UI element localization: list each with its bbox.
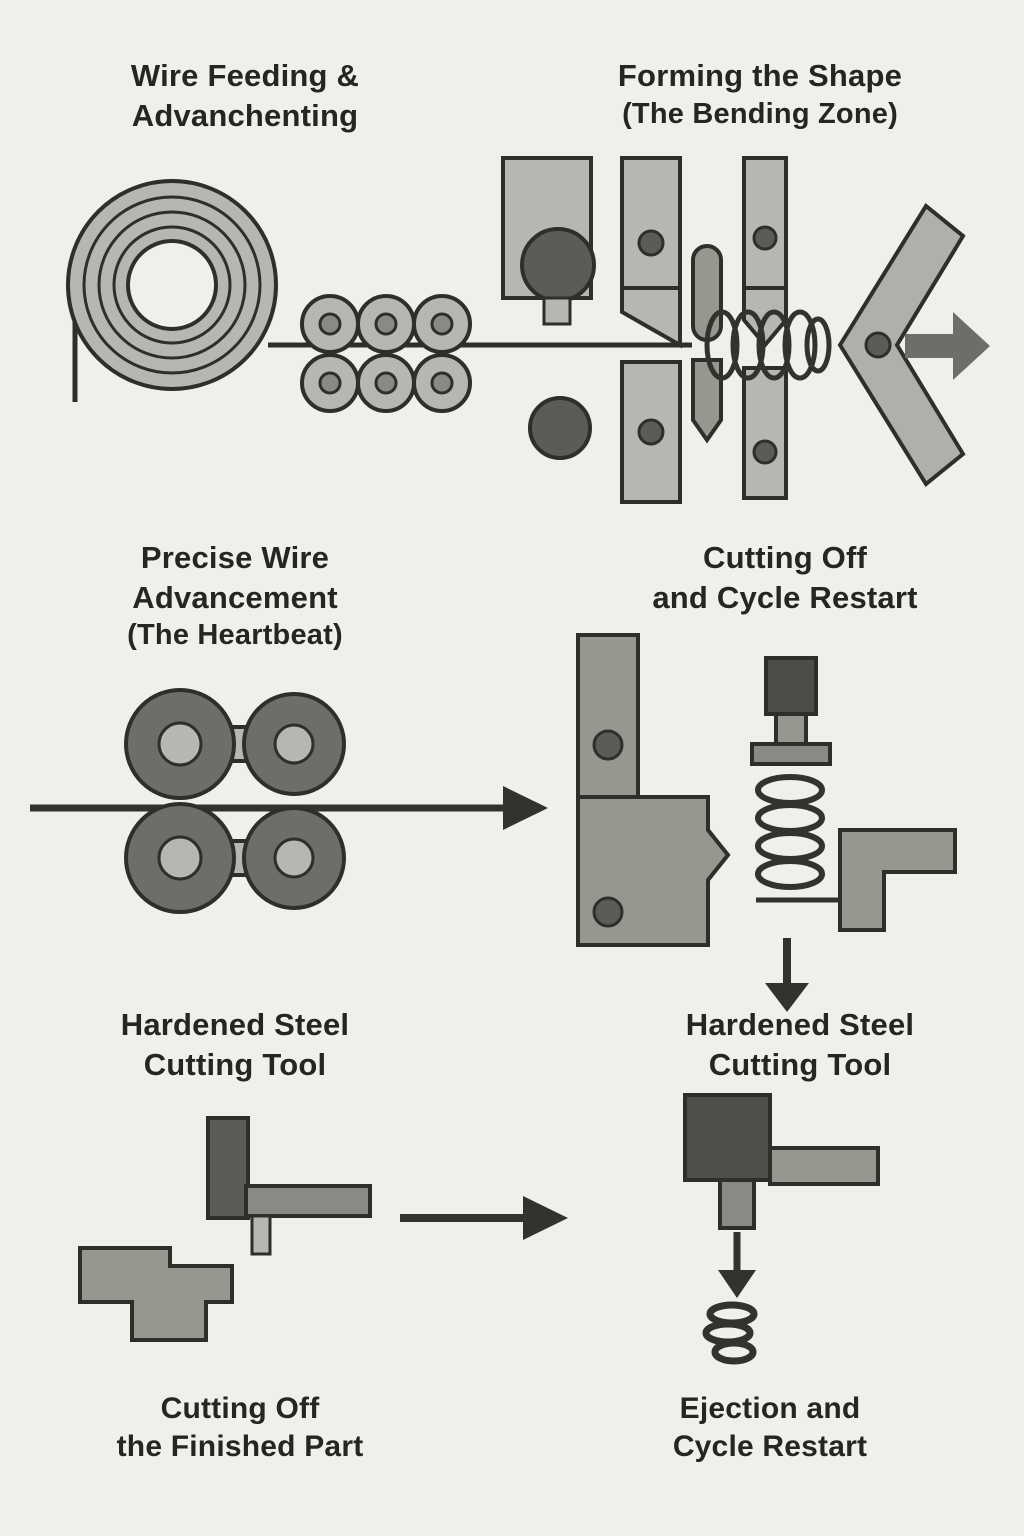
ejected-spring-icon xyxy=(702,1301,758,1365)
label-wire-feeding: Wire Feeding & Advanchenting xyxy=(55,56,435,135)
label-line: Cutting Off xyxy=(702,540,868,575)
forming-spring-icon xyxy=(704,309,832,381)
label-forming-shape: Forming the Shape (The Bending Zone) xyxy=(555,56,965,133)
label-hardened-steel-right: Hardened Steel Cutting Tool xyxy=(600,1005,1000,1084)
label-line: Hardened Steel xyxy=(685,1007,915,1042)
label-line: Ejection and xyxy=(679,1392,861,1425)
label-hardened-steel-left: Hardened Steel Cutting Tool xyxy=(35,1005,435,1084)
wire-coil-icon xyxy=(66,179,278,402)
label-line: Cutting Tool xyxy=(143,1046,327,1082)
advance-rollers-icon xyxy=(30,688,505,914)
feed-rollers-top-icon xyxy=(300,294,472,413)
ejection-tool-icon xyxy=(683,1093,880,1230)
label-line: Cutting Off xyxy=(160,1392,320,1425)
label-line: and Cycle Restart xyxy=(652,579,918,615)
label-line: Hardened Steel xyxy=(120,1007,350,1042)
label-line: Advanchenting xyxy=(131,97,359,133)
label-line: (The Bending Zone) xyxy=(622,97,898,130)
cutting-tool-left-icon xyxy=(78,1116,372,1342)
label-line: Cycle Restart xyxy=(672,1430,868,1464)
bending-tooling-icon xyxy=(501,156,788,504)
cutoff-assembly-icon xyxy=(576,633,957,947)
label-line: Advancement xyxy=(132,579,338,615)
flow-arrow-down-bottom-icon xyxy=(718,1232,756,1298)
label-line: the Finished Part xyxy=(116,1430,364,1464)
label-line: Wire Feeding & xyxy=(130,58,360,93)
flow-arrow-right-mid-icon xyxy=(503,786,548,830)
label-cutting-off-part: Cutting Off the Finished Part xyxy=(35,1390,445,1467)
label-line: (The Heartbeat) xyxy=(127,619,343,652)
label-line: Cutting Tool xyxy=(708,1046,892,1082)
label-cutting-off-restart: Cutting Off and Cycle Restart xyxy=(575,538,995,617)
label-line: Forming the Shape xyxy=(617,58,903,93)
label-line: Precise Wire xyxy=(140,540,330,575)
forming-vblock-icon xyxy=(837,203,966,487)
flow-arrow-right-top-icon xyxy=(905,312,990,380)
flow-arrow-down-mid-icon xyxy=(765,938,809,1012)
flow-arrow-right-bottom-icon xyxy=(400,1196,568,1240)
label-precise-advancement: Precise Wire Advancement (The Heartbeat) xyxy=(35,538,435,654)
label-ejection-restart: Ejection and Cycle Restart xyxy=(575,1390,965,1467)
